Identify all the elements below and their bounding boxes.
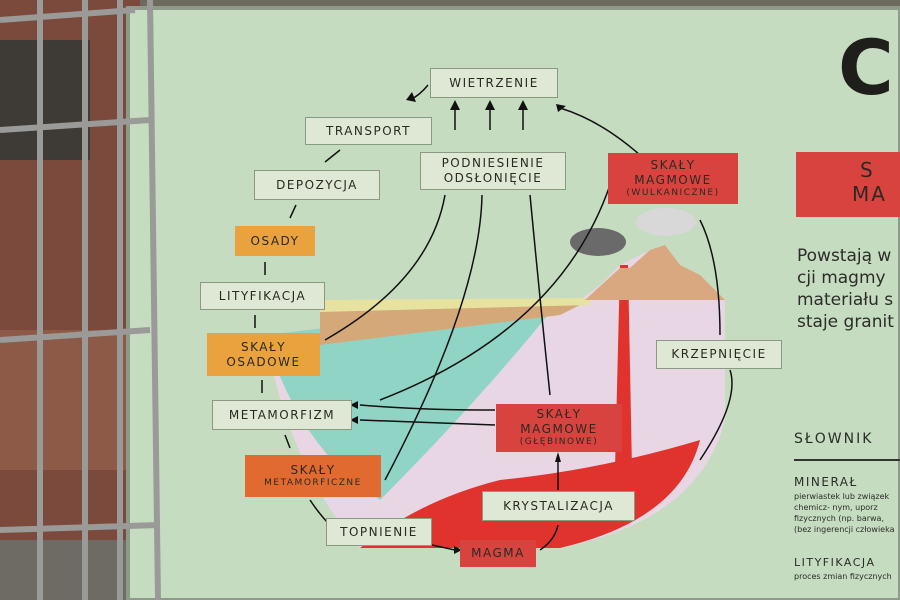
- label-transport: TRANSPORT: [305, 117, 432, 145]
- label-line: METAMORFICZNE: [264, 477, 362, 488]
- label-volcanic-rocks: SKAŁY MAGMOWE (WULKANICZNE): [608, 153, 738, 204]
- paragraph-line: materiału s: [797, 290, 894, 310]
- fence: [0, 0, 161, 600]
- label-melting: TOPNIENIE: [326, 518, 432, 546]
- definition-line: (bez ingerencji człowieka: [794, 525, 895, 534]
- description-paragraph: Powstają w cji magmy materiału s staje g…: [797, 245, 894, 333]
- glossary-divider: [794, 459, 900, 461]
- glossary-definition: pierwiastek lub związek chemicz- nym, up…: [794, 491, 895, 535]
- paragraph-line: cji magmy: [797, 268, 886, 288]
- label-crystallization: KRYSTALIZACJA: [482, 491, 635, 521]
- label-magma: MAGMA: [460, 540, 536, 567]
- paragraph-line: staje granit: [797, 312, 894, 332]
- label-metamorphic-rocks: SKAŁY METAMORFICZNE: [245, 455, 381, 497]
- heading-letter: C: [838, 23, 894, 112]
- label-uplift: PODNIESIENIE ODSŁONIĘCIE: [420, 152, 566, 190]
- section-header: S MA: [796, 152, 900, 217]
- cycle-arrows: [254, 84, 733, 551]
- label-lithification: LITYFIKACJA: [200, 282, 325, 310]
- label-line: (WULKANICZNE): [626, 187, 720, 198]
- label-line: SKAŁY: [650, 157, 696, 172]
- label-line: SKAŁY: [290, 462, 336, 477]
- label-line: SKAŁY: [536, 407, 582, 422]
- label-line: ODSŁONIĘCIE: [443, 171, 543, 185]
- label-line: SKAŁY: [240, 339, 287, 354]
- rain-cloud-icon: [636, 208, 696, 236]
- label-line: MAGMOWE: [520, 422, 598, 437]
- label-solidification: KRZEPNIĘCIE: [656, 340, 782, 369]
- definition-line: chemicz- nym, uporz: [794, 503, 878, 512]
- header-line: S: [860, 158, 875, 182]
- definition-line: pierwiastek lub związek: [794, 492, 890, 501]
- glossary-definition: proces zmian fizycznych: [794, 572, 892, 581]
- label-sedimentary-rocks: SKAŁY OSADOWE: [207, 333, 320, 376]
- ash-cloud-icon: [570, 228, 626, 256]
- label-weathering: WIETRZENIE: [430, 68, 558, 98]
- label-plutonic-rocks: SKAŁY MAGMOWE (GŁĘBINOWE): [496, 404, 622, 452]
- header-line: MA: [852, 182, 887, 206]
- glossary-term: MINERAŁ: [794, 475, 858, 489]
- label-metamorphism: METAMORFIZM: [212, 400, 352, 430]
- glossary-title: SŁOWNIK: [794, 431, 874, 447]
- label-line: (GŁĘBINOWE): [519, 437, 599, 448]
- mountains: [585, 245, 725, 300]
- metamorphic-layer: [265, 300, 560, 500]
- glossary-term: LITYFIKACJA: [794, 556, 876, 569]
- label-deposition: DEPOZYCJA: [254, 170, 380, 200]
- label-line: MAGMOWE: [634, 172, 712, 187]
- definition-line: fizycznych (np. barwa,: [794, 514, 884, 523]
- paragraph-line: Powstają w: [797, 246, 892, 266]
- label-sediments: OSADY: [235, 226, 315, 256]
- label-line: PODNIESIENIE: [441, 156, 545, 170]
- label-line: OSADOWE: [226, 354, 301, 369]
